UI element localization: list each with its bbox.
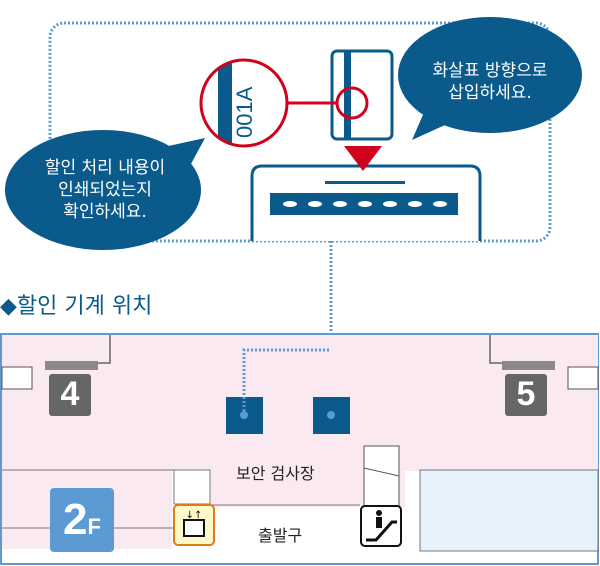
ticket-code: 001A — [232, 86, 257, 138]
svg-text:↓↑: ↓↑ — [186, 510, 203, 521]
escalator-icon — [360, 505, 402, 547]
gate-4-sign — [49, 374, 91, 416]
bubble-right-line-1: 화살표 방향으로 — [432, 61, 548, 81]
gate-5-sign — [505, 374, 547, 416]
discount-machine-icon — [250, 164, 482, 241]
insert-arrow-icon — [344, 146, 382, 171]
speech-bubble-right — [398, 17, 582, 140]
floor-number: 2 — [63, 495, 88, 544]
bubble-right-text: 화살표 방향으로 삽입하세요. — [400, 60, 580, 104]
gate-5-number: 5 — [516, 375, 536, 413]
magnifier-icon — [199, 58, 369, 148]
bubble-left-text: 할인 처리 내용이 인쇄되었는지 확인하세요. — [20, 157, 190, 223]
security-label: 보안 검사장 — [236, 464, 315, 483]
elevator-icon: ↓↑ — [173, 504, 215, 546]
gate-4-number: 4 — [60, 375, 80, 413]
bubble-right-line-2: 삽입하세요. — [448, 83, 532, 103]
bubble-left-line-3: 확인하세요. — [63, 202, 147, 222]
bubble-left-line-1: 할인 처리 내용이 — [44, 158, 166, 178]
bubble-left-line-2: 인쇄되었는지 — [58, 180, 152, 200]
floor-badge: 2F — [50, 488, 114, 552]
floor-map: ↓↑ — [0, 333, 599, 565]
floor-suffix: F — [87, 514, 101, 539]
departure-label: 출발구 — [258, 526, 303, 545]
speech-bubble-left — [5, 130, 205, 250]
map-heading: ◆할인 기계 위치 — [0, 294, 153, 319]
